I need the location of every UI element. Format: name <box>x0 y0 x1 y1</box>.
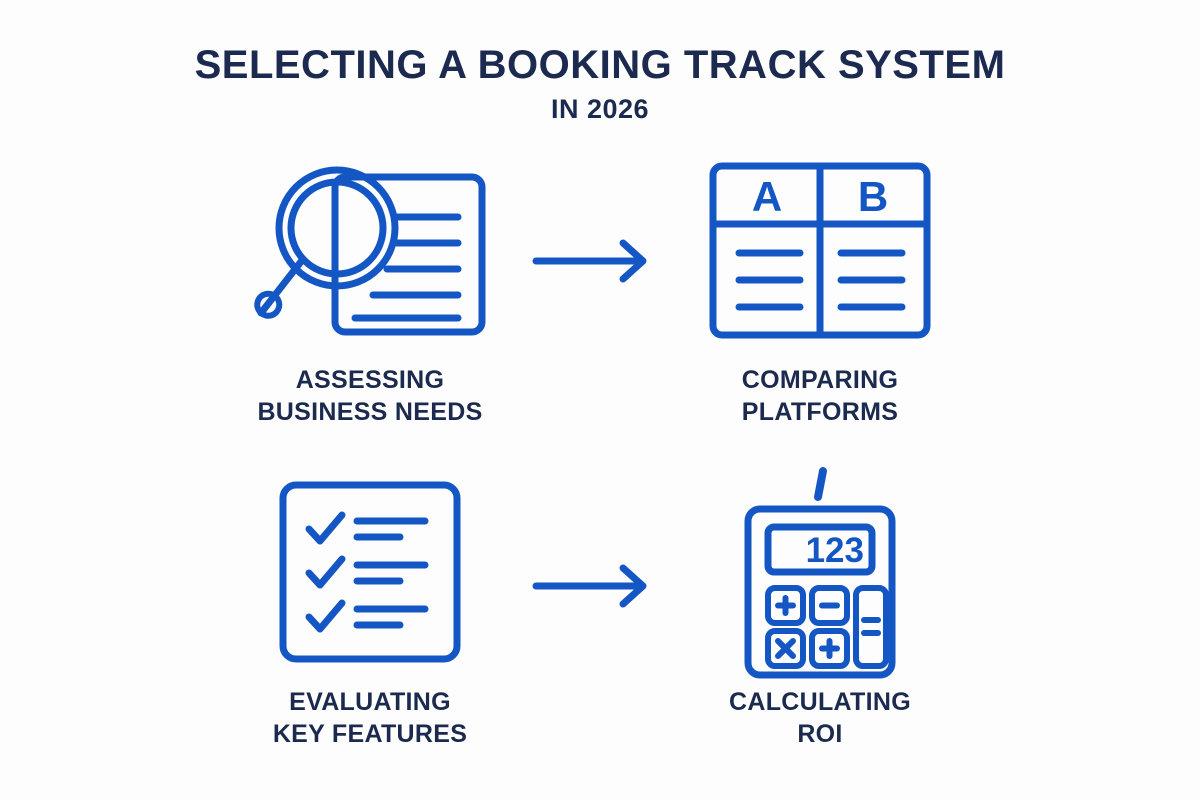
table-header-b: B <box>858 173 888 220</box>
title-block: SELECTING A BOOKING TRACK SYSTEM IN 2026 <box>0 43 1200 126</box>
table-header-a: A <box>752 173 782 220</box>
magnifier-document-icon <box>200 150 540 350</box>
step-calculating-roi: 123 CALCULATI <box>650 466 990 750</box>
checklist-icon <box>200 472 540 672</box>
step-label-comparing-platforms: COMPARING PLATFORMS <box>741 366 899 426</box>
calculator-display-value: 123 <box>806 531 864 570</box>
arrow-assessing-to-comparing <box>530 235 660 287</box>
calculator-icon: 123 <box>650 466 990 678</box>
step-label-calculating-roi: CALCULATING ROI <box>729 688 911 748</box>
step-label-evaluating-key-features: EVALUATING KEY FEATURES <box>272 688 468 748</box>
arrow-evaluating-to-calculating <box>530 560 660 612</box>
step-assessing-business-needs: ASSESSING BUSINESS NEEDS <box>200 150 540 428</box>
page-title: SELECTING A BOOKING TRACK SYSTEM <box>194 43 1006 87</box>
page-subtitle: IN 2026 <box>550 94 650 125</box>
comparison-table-icon: A B <box>650 150 990 350</box>
step-label-assessing-business-needs: ASSESSING BUSINESS NEEDS <box>257 366 483 426</box>
step-comparing-platforms: A B COMPARING PLATFORMS <box>650 150 990 428</box>
step-evaluating-key-features: EVALUATING KEY FEATURES <box>200 472 540 750</box>
